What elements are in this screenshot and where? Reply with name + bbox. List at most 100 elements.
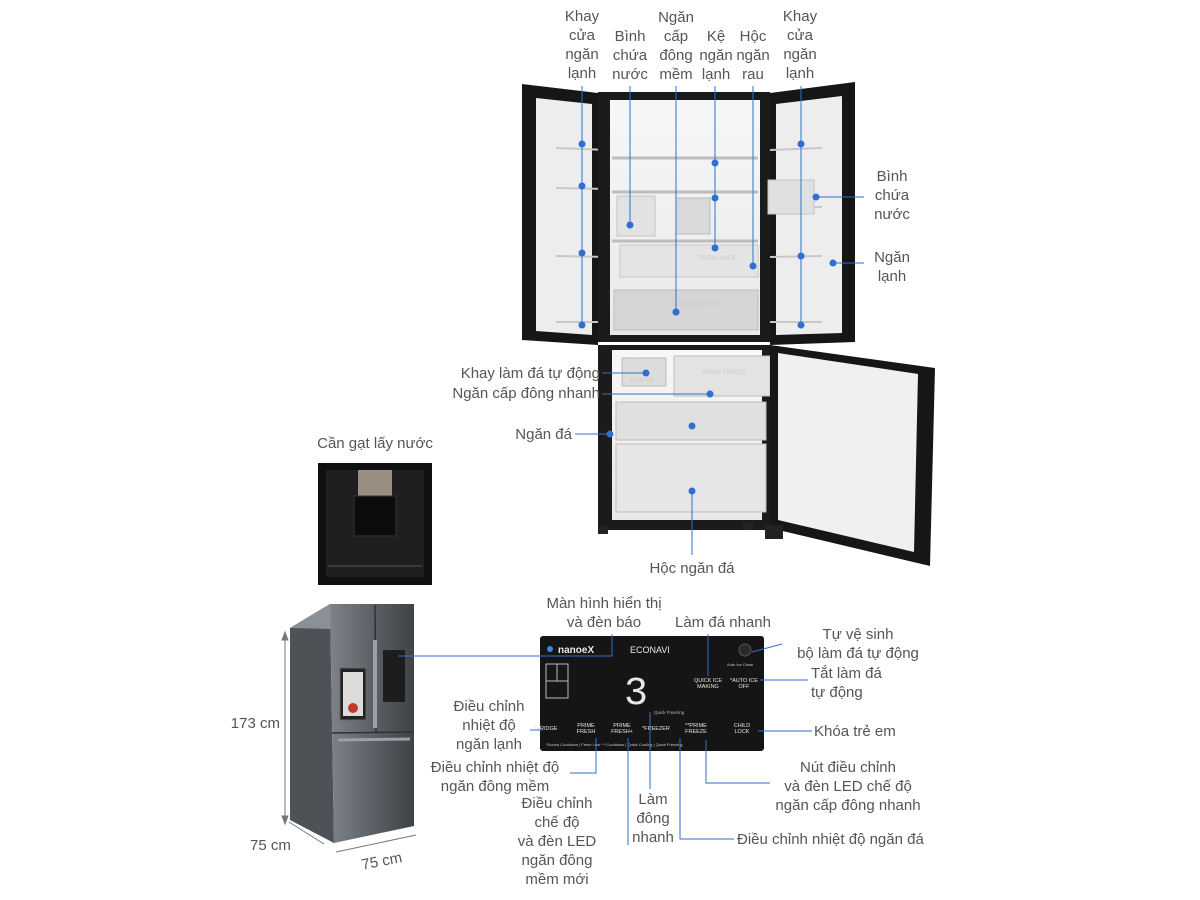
door-split-horizontal	[331, 731, 415, 734]
mini-display-food	[348, 703, 358, 713]
label-hoc-ngan-da: Hộc ngăn đá	[649, 560, 735, 577]
fridge-front	[330, 604, 414, 843]
leader-tu-ve-sinh	[751, 643, 783, 653]
control-panel: nanoeX ECONAVI Auto Ice Clean 3 QUICK IC…	[535, 636, 764, 751]
panel-brand: nanoeX	[558, 645, 594, 656]
display-digit: 3	[624, 672, 648, 717]
fridge-closed-3d	[290, 604, 415, 843]
leader-binh-nuoc-top-dot	[626, 221, 634, 229]
label-khoa-tre-em: Khóa trẻ em	[814, 723, 896, 740]
soft-freeze-box	[675, 197, 711, 235]
panel-econavi: ECONAVI	[630, 645, 670, 655]
leader-ngan-cap-dong-nhanh-dot	[706, 390, 714, 398]
leader-dc-dong-mem	[570, 738, 597, 774]
dimension-height: 173 cm	[230, 715, 280, 732]
ice-maker-tray	[621, 357, 667, 387]
leader-khay-cua-phai-dot	[797, 321, 805, 329]
label-lam-da-nhanh: Làm đá nhanh	[675, 614, 771, 631]
prime-freeze-drawer	[613, 289, 759, 331]
dispenser-closeup	[318, 463, 432, 585]
leader-khay-lam-da-dot	[642, 369, 650, 377]
label-dc-ngan-lanh: Điều chỉnh nhiệt độ ngăn lạnh	[453, 698, 525, 753]
mini-dispenser	[383, 650, 405, 702]
label-dc-dong-mem: Điều chỉnh nhiệt độ ngăn đông mềm	[430, 759, 560, 795]
water-tank-door	[767, 179, 815, 215]
leader-hoc-ngan-da-dot	[688, 487, 696, 495]
ice-drawer-bottom	[615, 443, 767, 513]
quick-freeze-compartment	[673, 355, 771, 397]
leader-ke-ngan-lanh-dot	[711, 244, 719, 252]
ice-drawer-top	[615, 401, 767, 441]
right-door-liner	[776, 96, 842, 335]
label-dc-che-do-led: Điều chỉnh chế độ và đèn LED ngăn đông m…	[517, 795, 597, 888]
dimension-lines	[281, 630, 417, 853]
label-lam-dong-nhanh: Làm đông nhanh	[632, 791, 674, 846]
freezer-button[interactable]: *FREEZER	[642, 726, 670, 732]
prime-freeze-freezer-print: PRIME FREEZE	[702, 370, 746, 376]
label-khay-cua-trai: Khay cửa ngăn lạnh	[564, 8, 600, 82]
leader-ngan-da-dot	[606, 430, 614, 438]
fridge-open-upper: FRESH SAFE PRIME FREEZE	[522, 82, 855, 345]
marker-dot-2	[578, 249, 586, 257]
label-khay-cua-phai: Khay cửa ngăn lạnh	[782, 8, 818, 82]
marker-dot-7	[672, 308, 680, 316]
fresh-safe-print: FRESH SAFE	[698, 256, 736, 262]
leader-man-hinh	[398, 634, 613, 657]
auto-ice-clean-text: Auto Ice Clean	[727, 662, 753, 667]
leader-nut-dc-cap-dong	[705, 740, 770, 784]
nanoex-dot	[547, 646, 553, 652]
freezer-door-liner	[778, 353, 918, 552]
label-nut-dc-cap-dong: Nút điều chỉnh và đèn LED chế độ ngăn cấ…	[775, 759, 921, 814]
fridge-side	[290, 604, 334, 843]
water-lever	[353, 495, 397, 537]
label-hoc-ngan-rau: Hộc ngăn rau	[736, 28, 770, 83]
label-binh-nuoc-top: Bình chứa nước	[612, 28, 648, 83]
left-door-liner	[536, 98, 592, 335]
label-tu-ve-sinh: Tự vệ sinh bộ làm đá tự động	[797, 626, 919, 662]
mini-handle-top	[373, 640, 377, 728]
label-ngan-da: Ngăn đá	[515, 426, 572, 443]
label-tat-lam-da: Tắt làm đá tự động	[811, 665, 882, 701]
marker-dot-5	[711, 159, 719, 167]
width-line	[335, 834, 417, 853]
label-dc-ngan-da: Điều chỉnh nhiệt độ ngăn đá	[737, 831, 924, 848]
freezer-open: AUTO ICE PRIME FREEZE	[598, 345, 935, 566]
mini-display-screen	[343, 672, 363, 716]
quick-freezing-text: Quick Freezing	[654, 710, 685, 715]
marker-dot-4	[797, 252, 805, 260]
label-ngan-cap-dong-mem: Ngăn cấp đông mềm	[658, 9, 694, 83]
water-tank-inside	[616, 195, 656, 237]
marker-dot-3	[797, 140, 805, 148]
label-ngan-lanh: Ngăn lạnh	[874, 249, 910, 285]
label-ke-ngan-lanh: Kệ ngăn lạnh	[699, 28, 733, 83]
mini-handle-bottom	[337, 737, 411, 742]
leader-dc-ngan-da	[679, 738, 734, 840]
label-ngan-cap-dong-nhanh: Ngăn cấp đông nhanh	[452, 385, 600, 402]
vegetable-drawer-area	[619, 244, 759, 278]
freezer-feet-right	[742, 522, 754, 530]
leader-khay-cua-trai-dot	[578, 321, 586, 329]
auto-ice-clean-button[interactable]	[738, 643, 752, 657]
auto-ice-print: AUTO ICE	[630, 378, 654, 384]
label-khay-lam-da: Khay làm đá tự động	[460, 365, 600, 382]
dimension-depth: 75 cm	[250, 837, 291, 854]
marker-dot-0	[578, 140, 586, 148]
label-can-gat: Cần gạt lấy nước	[317, 435, 433, 452]
fridge-shelves	[612, 156, 758, 243]
prime-freeze-drawer-print: PRIME FREEZE	[676, 302, 720, 308]
marker-dot-1	[578, 182, 586, 190]
depth-line	[288, 821, 325, 845]
freezer-door-base	[765, 525, 783, 539]
leader-binh-nuoc-right-dot	[812, 193, 820, 201]
freezer-feet-left	[598, 526, 608, 534]
marker-dot-6	[711, 194, 719, 202]
fridge-button[interactable]: *FRIDGE	[535, 726, 558, 732]
